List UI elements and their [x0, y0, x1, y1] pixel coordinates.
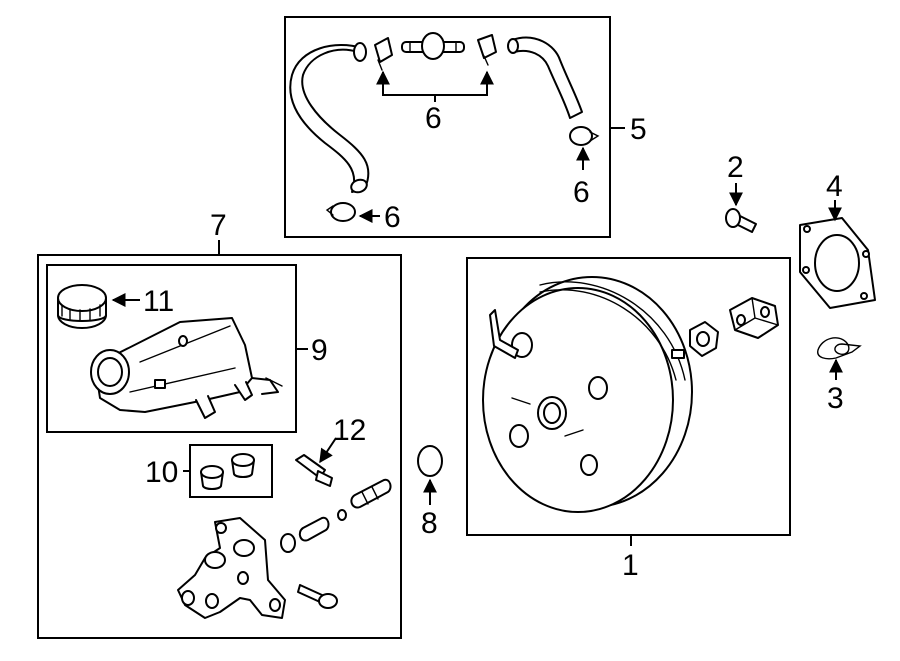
retaining-clip — [817, 337, 862, 360]
callout-4: 4 — [826, 170, 843, 203]
booster-gasket — [799, 217, 876, 309]
vacuum-hose-left — [289, 44, 370, 193]
check-valve — [401, 32, 465, 60]
hose-clamp-top-right — [477, 34, 497, 66]
vacuum-hose-right — [511, 36, 583, 119]
callout-11: 11 — [143, 285, 174, 318]
callout-7: 7 — [210, 209, 227, 242]
brake-booster-group: 1 — [466, 257, 791, 582]
callout-2: 2 — [727, 151, 744, 184]
callout-6-right: 6 — [573, 176, 590, 209]
vacuum-hose-group: 6 6 6 5 — [284, 16, 647, 238]
callout-5: 5 — [630, 113, 647, 146]
grommet-right — [231, 453, 255, 478]
brake-fluid-reservoir — [90, 317, 283, 419]
callout-10: 10 — [145, 456, 178, 489]
hose-clamp-top-left — [374, 37, 393, 71]
callout-3: 3 — [827, 382, 844, 415]
booster-nut — [689, 321, 719, 357]
fluid-level-sensor — [295, 454, 333, 487]
grommet-left — [200, 465, 224, 490]
master-cylinder-body — [177, 517, 286, 619]
callout-1: 1 — [622, 549, 639, 582]
hose-clamp-bottom-left — [325, 202, 356, 222]
o-ring — [417, 445, 443, 477]
brake-booster-box — [466, 257, 791, 536]
booster-stud — [725, 208, 757, 233]
reservoir-cap — [57, 284, 107, 329]
callout-8: 8 — [421, 507, 438, 540]
callout-12: 12 — [333, 414, 366, 447]
piston-assembly — [280, 478, 392, 553]
master-cylinder-group: 7 9 11 10 — [37, 209, 402, 639]
hose-clamp-right — [569, 126, 600, 146]
clevis — [729, 297, 779, 339]
callout-9: 9 — [311, 334, 328, 367]
brake-booster — [482, 276, 693, 513]
callout-6-top: 6 — [425, 102, 442, 135]
cylinder-bolt — [297, 584, 338, 609]
callout-6-left: 6 — [384, 201, 401, 234]
